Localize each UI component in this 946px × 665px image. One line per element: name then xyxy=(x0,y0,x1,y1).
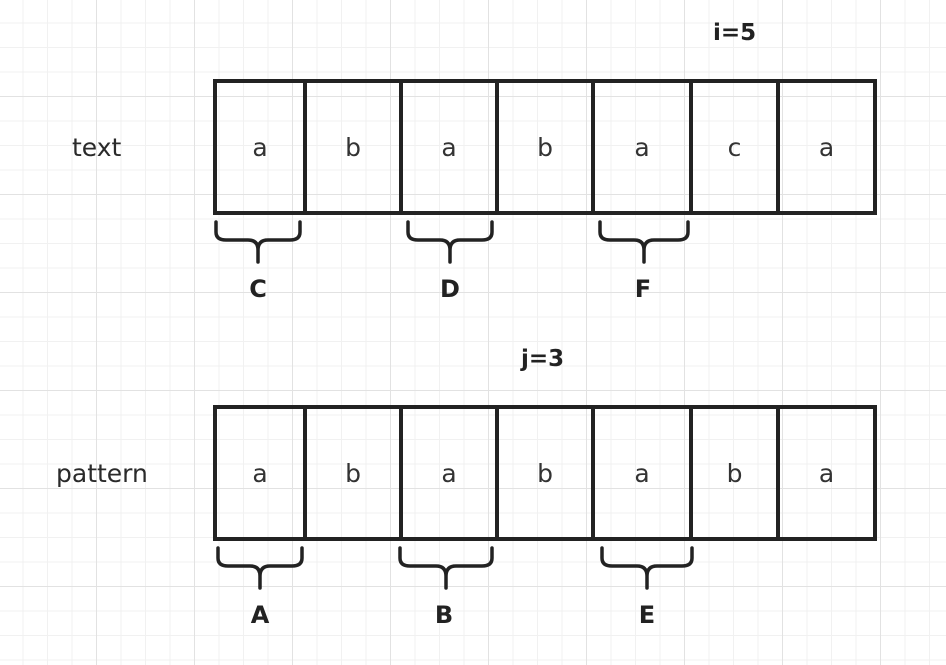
brace-f xyxy=(598,220,690,264)
pattern-cell: b xyxy=(693,409,780,537)
brace-label-f: F xyxy=(634,275,652,303)
text-cell: a xyxy=(217,83,307,211)
brace-label-e: E xyxy=(638,601,656,629)
pattern-array: a b a b a b a xyxy=(213,405,877,541)
brace-label-a: A xyxy=(250,601,270,629)
text-array: a b a b a c a xyxy=(213,79,877,215)
pattern-cell: b xyxy=(307,409,403,537)
text-cell: a xyxy=(403,83,499,211)
brace-a xyxy=(216,546,304,590)
text-cell: b xyxy=(499,83,595,211)
brace-b xyxy=(398,546,494,590)
text-cell: a xyxy=(595,83,693,211)
text-cell: c xyxy=(693,83,780,211)
i-index-label: i=5 xyxy=(713,20,757,46)
brace-d xyxy=(406,220,494,264)
pattern-cell: a xyxy=(217,409,307,537)
brace-label-b: B xyxy=(434,601,454,629)
brace-label-d: D xyxy=(440,275,460,303)
text-cell: a xyxy=(818,132,835,162)
brace-c xyxy=(214,220,302,264)
j-index-label: j=3 xyxy=(521,346,565,372)
text-cell: b xyxy=(307,83,403,211)
brace-label-c: C xyxy=(249,275,267,303)
pattern-cell: b xyxy=(499,409,595,537)
brace-e xyxy=(600,546,694,590)
pattern-row-label: pattern xyxy=(56,459,148,488)
pattern-cell: a xyxy=(818,458,835,488)
text-row-label: text xyxy=(72,133,122,162)
pattern-cell: a xyxy=(595,409,693,537)
pattern-cell: a xyxy=(403,409,499,537)
